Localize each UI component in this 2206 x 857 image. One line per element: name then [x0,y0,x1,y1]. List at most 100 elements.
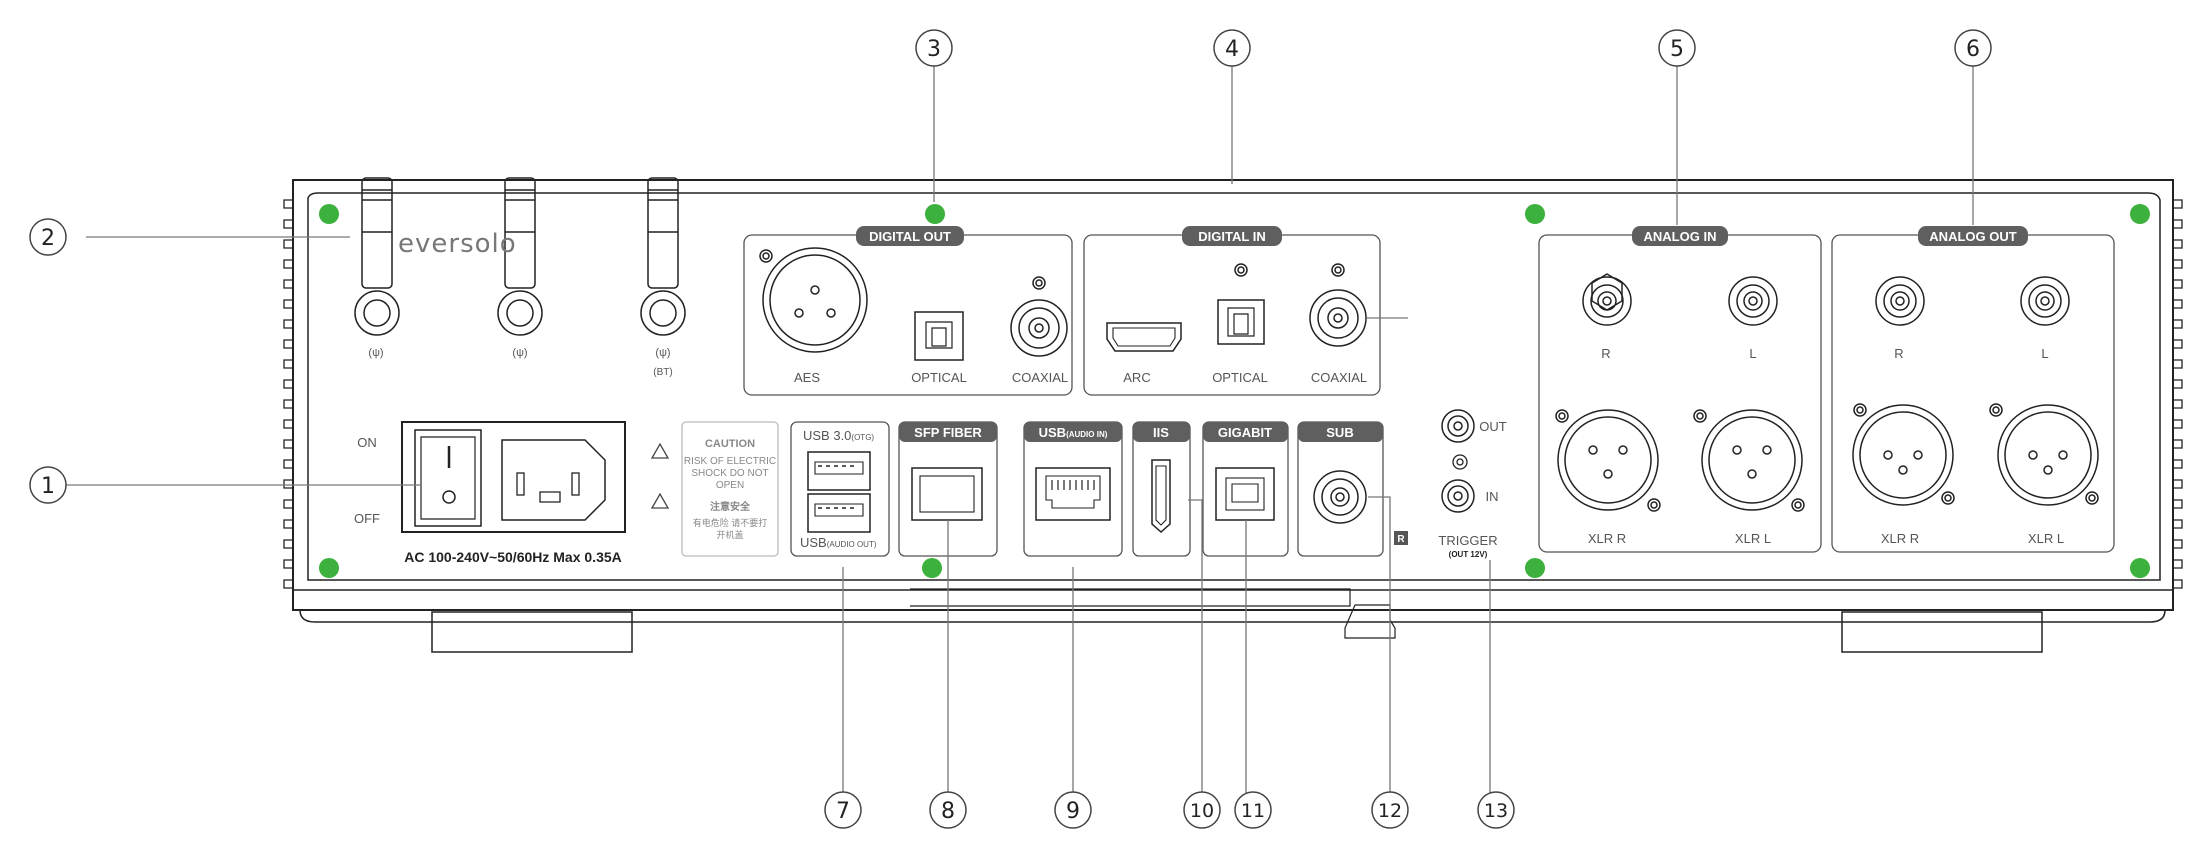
caution-line2: SHOCK DO NOT [691,468,768,479]
antenna-1 [354,177,400,336]
analog-out-r-label: R [1894,346,1903,361]
gigabit-port[interactable] [1215,467,1275,521]
aes-label: AES [794,370,820,385]
digital-out-title: DIGITAL OUT [869,229,951,244]
gigabit-title: GIGABIT [1218,425,1272,440]
trigger-out-jack[interactable] [1441,409,1475,443]
r-mark: R [1397,534,1405,545]
screw [2130,558,2150,578]
iis-title: IIS [1153,425,1169,440]
arc-label: ARC [1123,370,1150,385]
screw [319,558,339,578]
trigger-in-label: IN [1486,489,1499,504]
power-module [401,421,626,533]
antenna-2 [497,177,543,336]
analog-in-xlr-l-label: XLR L [1735,531,1771,546]
usb-audio-in-panel [1023,421,1123,557]
usb30-ports[interactable] [807,451,871,533]
antenna-3-icon: (ψ) [655,347,670,359]
antenna-bt-label: (BT) [653,367,672,378]
callout-circles [29,29,1992,829]
sub-panel [1297,421,1384,557]
digital-in-title: DIGITAL IN [1198,229,1265,244]
caution-cn-line1: 有电危险 请不要打 [693,517,768,528]
optical-out-label: OPTICAL [911,370,967,385]
callout-3: 3 [927,37,941,62]
gigabit-tab [1203,422,1288,442]
iis-panel [1132,421,1191,557]
brand-logo: eversolo [398,229,517,259]
trigger-sub: (OUT 12V) [1449,550,1488,559]
analog-out-xlr-r-label: XLR R [1881,531,1919,546]
analog-out-rca-l[interactable] [2020,276,2070,326]
usb30-panel [790,421,890,557]
callout-5: 5 [1670,37,1684,62]
caution-line3: OPEN [716,480,744,491]
sfp-port[interactable] [911,467,983,521]
chassis [292,179,2174,653]
antenna-1-icon: (ψ) [368,347,383,359]
caution-line1: RISK OF ELECTRIC [684,456,776,467]
callout-circle [915,29,953,67]
power-rating: AC 100-240V~50/60Hz Max 0.35A [404,549,622,565]
coaxial-out-port[interactable] [1010,276,1068,357]
caution-title: CAUTION [705,438,755,450]
heatsink-fins-right [2173,199,2183,589]
trigger-screw [1452,454,1468,470]
analog-in-tab [1632,226,1728,246]
callout-circle [1213,29,1251,67]
callout-circle [1477,791,1515,829]
analog-out-xlr-l[interactable] [1989,403,2099,506]
callout-circle [929,791,967,829]
analog-in-rca-r[interactable] [1582,273,1632,326]
power-off-label: OFF [354,511,380,526]
screw [2130,204,2150,224]
callout-circle [1371,791,1409,829]
callout-8: 8 [941,799,955,824]
callout-7: 7 [836,799,850,824]
callout-circle [1658,29,1696,67]
analog-in-xlr-l[interactable] [1693,409,1805,512]
aes-xlr-port[interactable] [759,247,868,353]
iis-tab [1133,422,1190,442]
analog-in-l-label: L [1749,346,1756,361]
usb-audio-in-tab [1024,422,1122,442]
screws [319,204,2150,578]
optical-out-port[interactable] [914,311,964,361]
caution-cn-title: 注意安全 [710,500,751,513]
analog-in-xlr-r[interactable] [1555,409,1661,512]
callout-6: 6 [1966,37,1980,62]
arc-hdmi-port[interactable] [1106,322,1182,352]
sfp-title: SFP FIBER [914,425,982,440]
analog-in-xlr-r-label: XLR R [1588,531,1626,546]
usb-audio-in-title: USB(AUDIO IN) [1039,425,1108,440]
coaxial-in-port[interactable] [1309,263,1367,347]
analog-out-xlr-r[interactable] [1852,403,1955,506]
leader-lines [64,64,1974,798]
callout-9: 9 [1066,799,1080,824]
trigger-in-jack[interactable] [1441,479,1475,513]
callout-10: 10 [1190,800,1214,822]
analog-out-rca-r[interactable] [1875,276,1925,326]
analog-out-xlr-l-label: XLR L [2028,531,2064,546]
screw [1525,558,1545,578]
iis-hdmi-port[interactable] [1151,459,1171,534]
sub-tab [1298,422,1383,442]
heatsink-fins-left [283,199,293,589]
usb30-label: USB 3.0(OTG) [803,428,874,443]
analog-out-tab [1918,226,2028,246]
sub-title: SUB [1326,425,1353,440]
callout-circle [1234,791,1272,829]
callout-circle [824,791,862,829]
screw [925,204,945,224]
sub-rca-port[interactable] [1313,470,1367,524]
analog-in-r-label: R [1601,346,1610,361]
callout-2: 2 [41,226,55,251]
callout-12: 12 [1378,800,1402,822]
optical-in-port[interactable] [1217,263,1265,345]
r-mark-box [1394,531,1408,545]
usb-b-port[interactable] [1035,467,1111,521]
analog-in-title: ANALOG IN [1644,229,1717,244]
analog-in-rca-l[interactable] [1728,276,1778,326]
